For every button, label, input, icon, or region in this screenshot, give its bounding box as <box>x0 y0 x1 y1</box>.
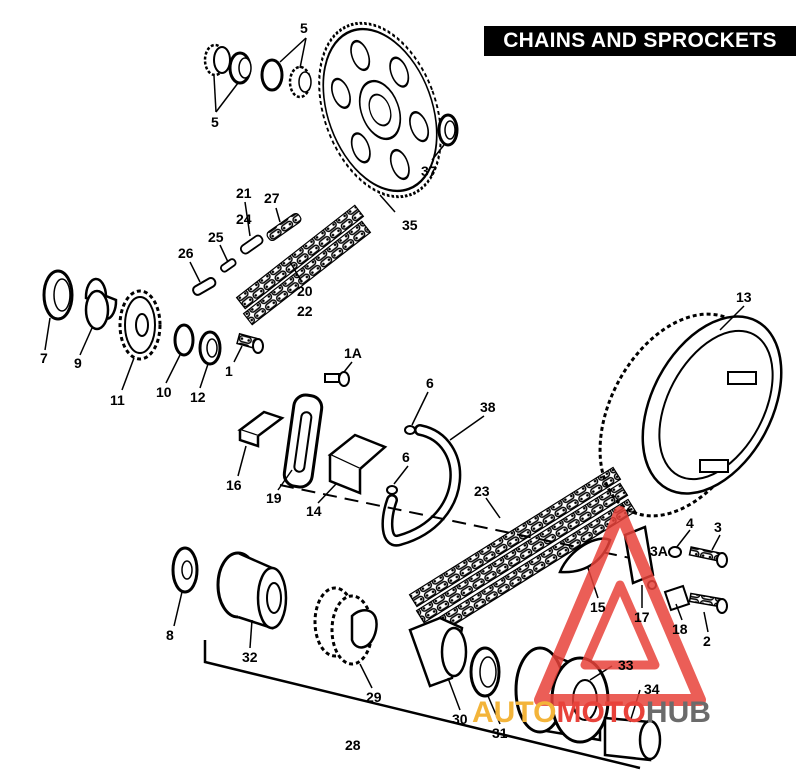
callout-35: 35 <box>402 217 418 233</box>
seal-7 <box>42 269 74 321</box>
spacer-31 <box>469 646 501 698</box>
adapter-30 <box>408 616 468 688</box>
bracket-line-28 <box>203 640 641 770</box>
assembly-line <box>279 484 641 561</box>
callout-4: 4 <box>686 515 694 531</box>
spacer-9 <box>84 277 118 331</box>
callout-10: 10 <box>156 384 172 400</box>
leader-lines <box>44 37 745 725</box>
callout-21: 21 <box>236 185 252 201</box>
callout-33: 33 <box>618 657 634 673</box>
bolt-1 <box>236 332 264 354</box>
washer-8 <box>171 546 199 594</box>
rear-sprocket-35 <box>318 21 442 199</box>
callout-5b: 5 <box>211 114 219 130</box>
callout-23: 23 <box>474 483 490 499</box>
callout-5a: 5 <box>300 20 308 36</box>
sprocket-29 <box>313 586 378 666</box>
bushing-34 <box>603 716 662 762</box>
callout-29: 29 <box>366 689 382 705</box>
callout-20: 20 <box>297 283 313 299</box>
callout-28: 28 <box>345 737 361 753</box>
screw-1A <box>324 371 350 387</box>
bracket-14 <box>327 433 388 495</box>
callout-1: 1 <box>225 363 233 379</box>
bolt-3 <box>688 546 728 568</box>
callout-7: 7 <box>40 350 48 366</box>
callout-14: 14 <box>306 503 322 519</box>
link-parts-21-24-25-26-27 <box>192 212 302 296</box>
drive-chain-23 <box>408 466 637 640</box>
adjuster-plate-19 <box>282 393 324 489</box>
callout-18: 18 <box>672 621 688 637</box>
seal-37 <box>437 113 459 147</box>
callout-38: 38 <box>480 399 496 415</box>
shoe-16 <box>237 410 285 448</box>
callout-15: 15 <box>590 599 606 615</box>
callout-12: 12 <box>190 389 206 405</box>
callout-11: 11 <box>110 392 125 408</box>
bearing-parts-5 <box>203 43 312 99</box>
callout-17: 17 <box>634 609 650 625</box>
grommets-6 <box>386 425 416 495</box>
bolt-2 <box>688 592 728 614</box>
callout-13: 13 <box>736 289 752 305</box>
watermark-text: AUTOMOTOHUB <box>472 696 711 729</box>
callout-6b: 6 <box>402 449 410 465</box>
hose-38 <box>381 424 462 547</box>
lock-plate-18 <box>663 584 691 612</box>
callout-16: 16 <box>226 477 242 493</box>
callout-34: 34 <box>644 681 660 697</box>
page-title: CHAINS AND SPROCKETS <box>503 29 777 52</box>
callout-3A: 3A <box>650 543 668 559</box>
callout-22: 22 <box>297 303 313 319</box>
callout-32: 32 <box>242 649 258 665</box>
callout-9: 9 <box>74 355 82 371</box>
callout-1A: 1A <box>344 345 362 361</box>
callout-labels: 5 5 35 37 21 24 27 25 26 20 22 7 9 11 10… <box>40 20 752 753</box>
callout-31: 31 <box>492 725 508 741</box>
callout-27: 27 <box>264 190 280 206</box>
callout-37: 37 <box>421 163 437 179</box>
washer-10 <box>173 323 195 357</box>
callout-8: 8 <box>166 627 174 643</box>
watermark-logo <box>534 506 706 706</box>
callout-3: 3 <box>714 519 722 535</box>
callout-6a: 6 <box>426 375 434 391</box>
primary-chain-20-22 <box>235 204 372 326</box>
callout-30: 30 <box>452 711 468 727</box>
nut-12 <box>198 330 222 366</box>
title-banner: CHAINS AND SPROCKETS <box>484 26 796 56</box>
callout-2: 2 <box>703 633 711 649</box>
callout-25: 25 <box>208 229 224 245</box>
clutch-drum-13 <box>598 312 783 518</box>
hub-32 <box>216 551 288 630</box>
callout-26: 26 <box>178 245 194 261</box>
callout-19: 19 <box>266 490 282 506</box>
callout-24: 24 <box>236 211 252 227</box>
front-sprocket-11 <box>118 289 162 361</box>
